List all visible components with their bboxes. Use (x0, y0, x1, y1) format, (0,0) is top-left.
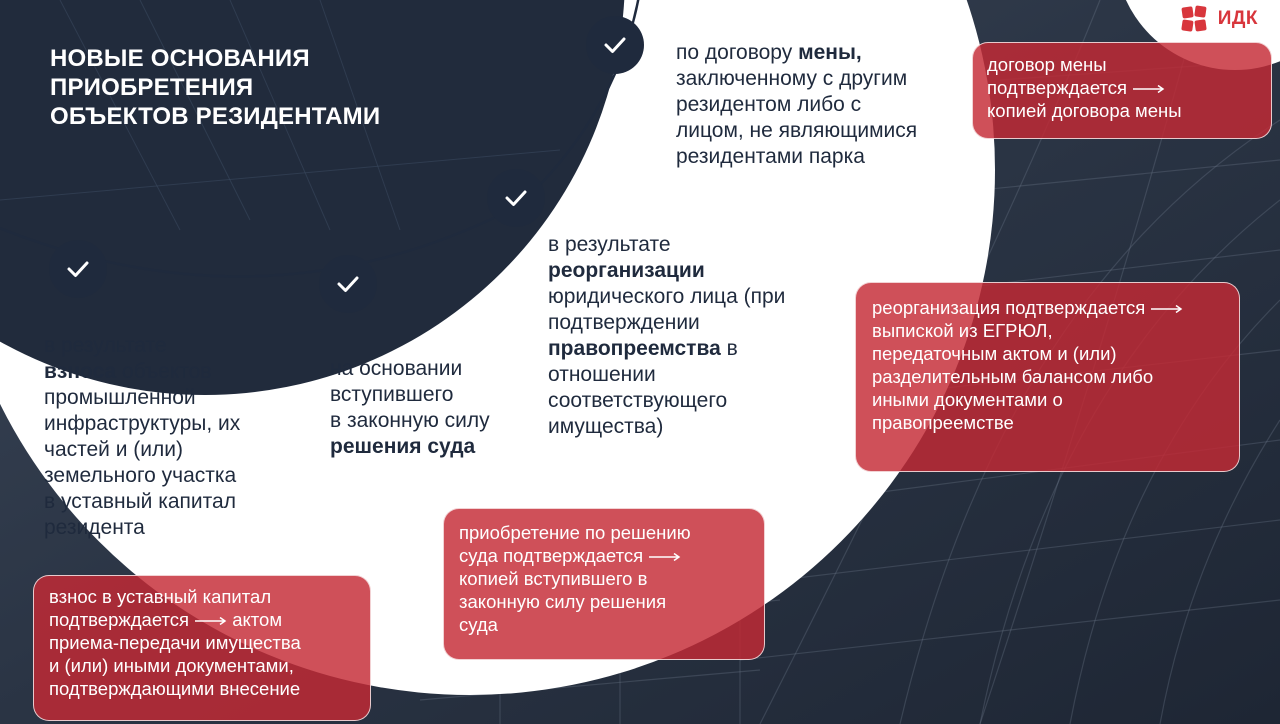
text-line: имущества) (548, 415, 664, 438)
note-box-reorg: реорганизация подтверждается выпиской из… (855, 282, 1240, 472)
bold-term: реорганизации (548, 259, 705, 282)
check-icon (67, 261, 89, 277)
box-line: законную силу решения (459, 591, 667, 612)
text-line: соответствующего (548, 389, 728, 412)
text-line: в результате (44, 334, 167, 357)
title-line: ОБЪЕКТОВ РЕЗИДЕНТАМИ (50, 103, 381, 130)
box-line: разделительным балансом либо (872, 366, 1154, 387)
text-line: резидента (44, 516, 145, 539)
check-marker-reorg (487, 169, 545, 227)
box-line: копией договора мены (987, 100, 1182, 121)
title-line: ПРИОБРЕТЕНИЯ (50, 74, 254, 101)
box-line: суда подтверждается (459, 545, 644, 566)
box-line: договор мены (987, 54, 1107, 75)
item-court-text: на основании вступившего в законную силу… (330, 356, 490, 460)
bold-term: мены, (798, 41, 862, 64)
arrow-right-icon (195, 617, 227, 626)
text-line: земельного участка (44, 464, 237, 487)
logo: ИДК (1180, 4, 1258, 34)
text-line: объектов (122, 360, 212, 383)
arrow-right-icon (1133, 85, 1165, 94)
page-title: НОВЫЕ ОСНОВАНИЯ ПРИОБРЕТЕНИЯ ОБЪЕКТОВ РЕ… (50, 44, 380, 131)
bold-term: решения суда (330, 435, 476, 458)
title-line: НОВЫЕ ОСНОВАНИЯ (50, 45, 310, 72)
box-line: и (или) иными документами, (49, 655, 294, 676)
text-line: инфраструктуры, их (44, 412, 241, 435)
box-line: подтверждается (987, 77, 1128, 98)
check-marker-court (319, 255, 377, 313)
note-box-court: приобретение по решению суда подтверждае… (443, 508, 765, 660)
text-line: в уставный капитал (44, 490, 236, 513)
bold-term: правопреемства (548, 337, 721, 360)
text-line: вступившего (330, 383, 454, 406)
text-line: резидентом либо с (676, 93, 862, 116)
box-line: копией вступившего в (459, 568, 648, 589)
item-reorg-text: в результате реорганизации юридического … (548, 232, 785, 440)
text-line: лицом, не являющимися (676, 119, 918, 142)
box-line: реорганизация подтверждается (872, 297, 1146, 318)
text-line: частей и (или) (44, 438, 184, 461)
logo-mark-icon (1181, 5, 1207, 32)
text-line: подтверждении (548, 311, 700, 334)
box-line: суда (459, 614, 498, 635)
box-line: взнос в уставный капитал (49, 586, 272, 607)
check-icon (505, 190, 527, 206)
text-line: заключенному с другим (676, 67, 908, 90)
check-marker-contribution (49, 240, 107, 298)
box-line: передаточным актом и (или) (872, 343, 1117, 364)
check-icon (337, 276, 359, 292)
check-marker-exchange (586, 16, 644, 74)
text-line: отношении (548, 363, 656, 386)
box-line: актом (232, 609, 283, 630)
box-line: правопреемстве (872, 412, 1014, 433)
note-box-contribution: взнос в уставный капитал подтверждается … (33, 575, 371, 721)
check-icon (604, 37, 626, 53)
box-line: подтверждается (49, 609, 190, 630)
bold-term: взноса (44, 360, 117, 383)
text-line: на основании (330, 357, 463, 380)
text-line: в законную силу (330, 409, 490, 432)
text-line: юридического лица (при (548, 285, 786, 308)
item-exchange-text: по договору мены, заключенному с другим … (676, 40, 917, 170)
box-line: приобретение по решению (459, 522, 691, 543)
box-line: выпиской из ЕГРЮЛ, (872, 320, 1053, 341)
item-contribution-text: в результате взноса объектов промышленно… (44, 333, 240, 541)
text-line: промышленной (44, 386, 196, 409)
text-line: резидентами парка (676, 145, 865, 168)
box-line: иными документами о (872, 389, 1063, 410)
text-line: по договору (676, 41, 793, 64)
arrow-right-icon (649, 553, 681, 562)
text-line: в (726, 337, 738, 360)
note-box-exchange: договор мены подтверждается копией догов… (972, 42, 1272, 139)
box-line: подтверждающими внесение (49, 678, 301, 699)
box-line: приема-передачи имущества (49, 632, 301, 653)
arrow-right-icon (1151, 305, 1183, 314)
text-line: в результате (548, 233, 671, 256)
logo-text: ИДК (1217, 8, 1258, 29)
